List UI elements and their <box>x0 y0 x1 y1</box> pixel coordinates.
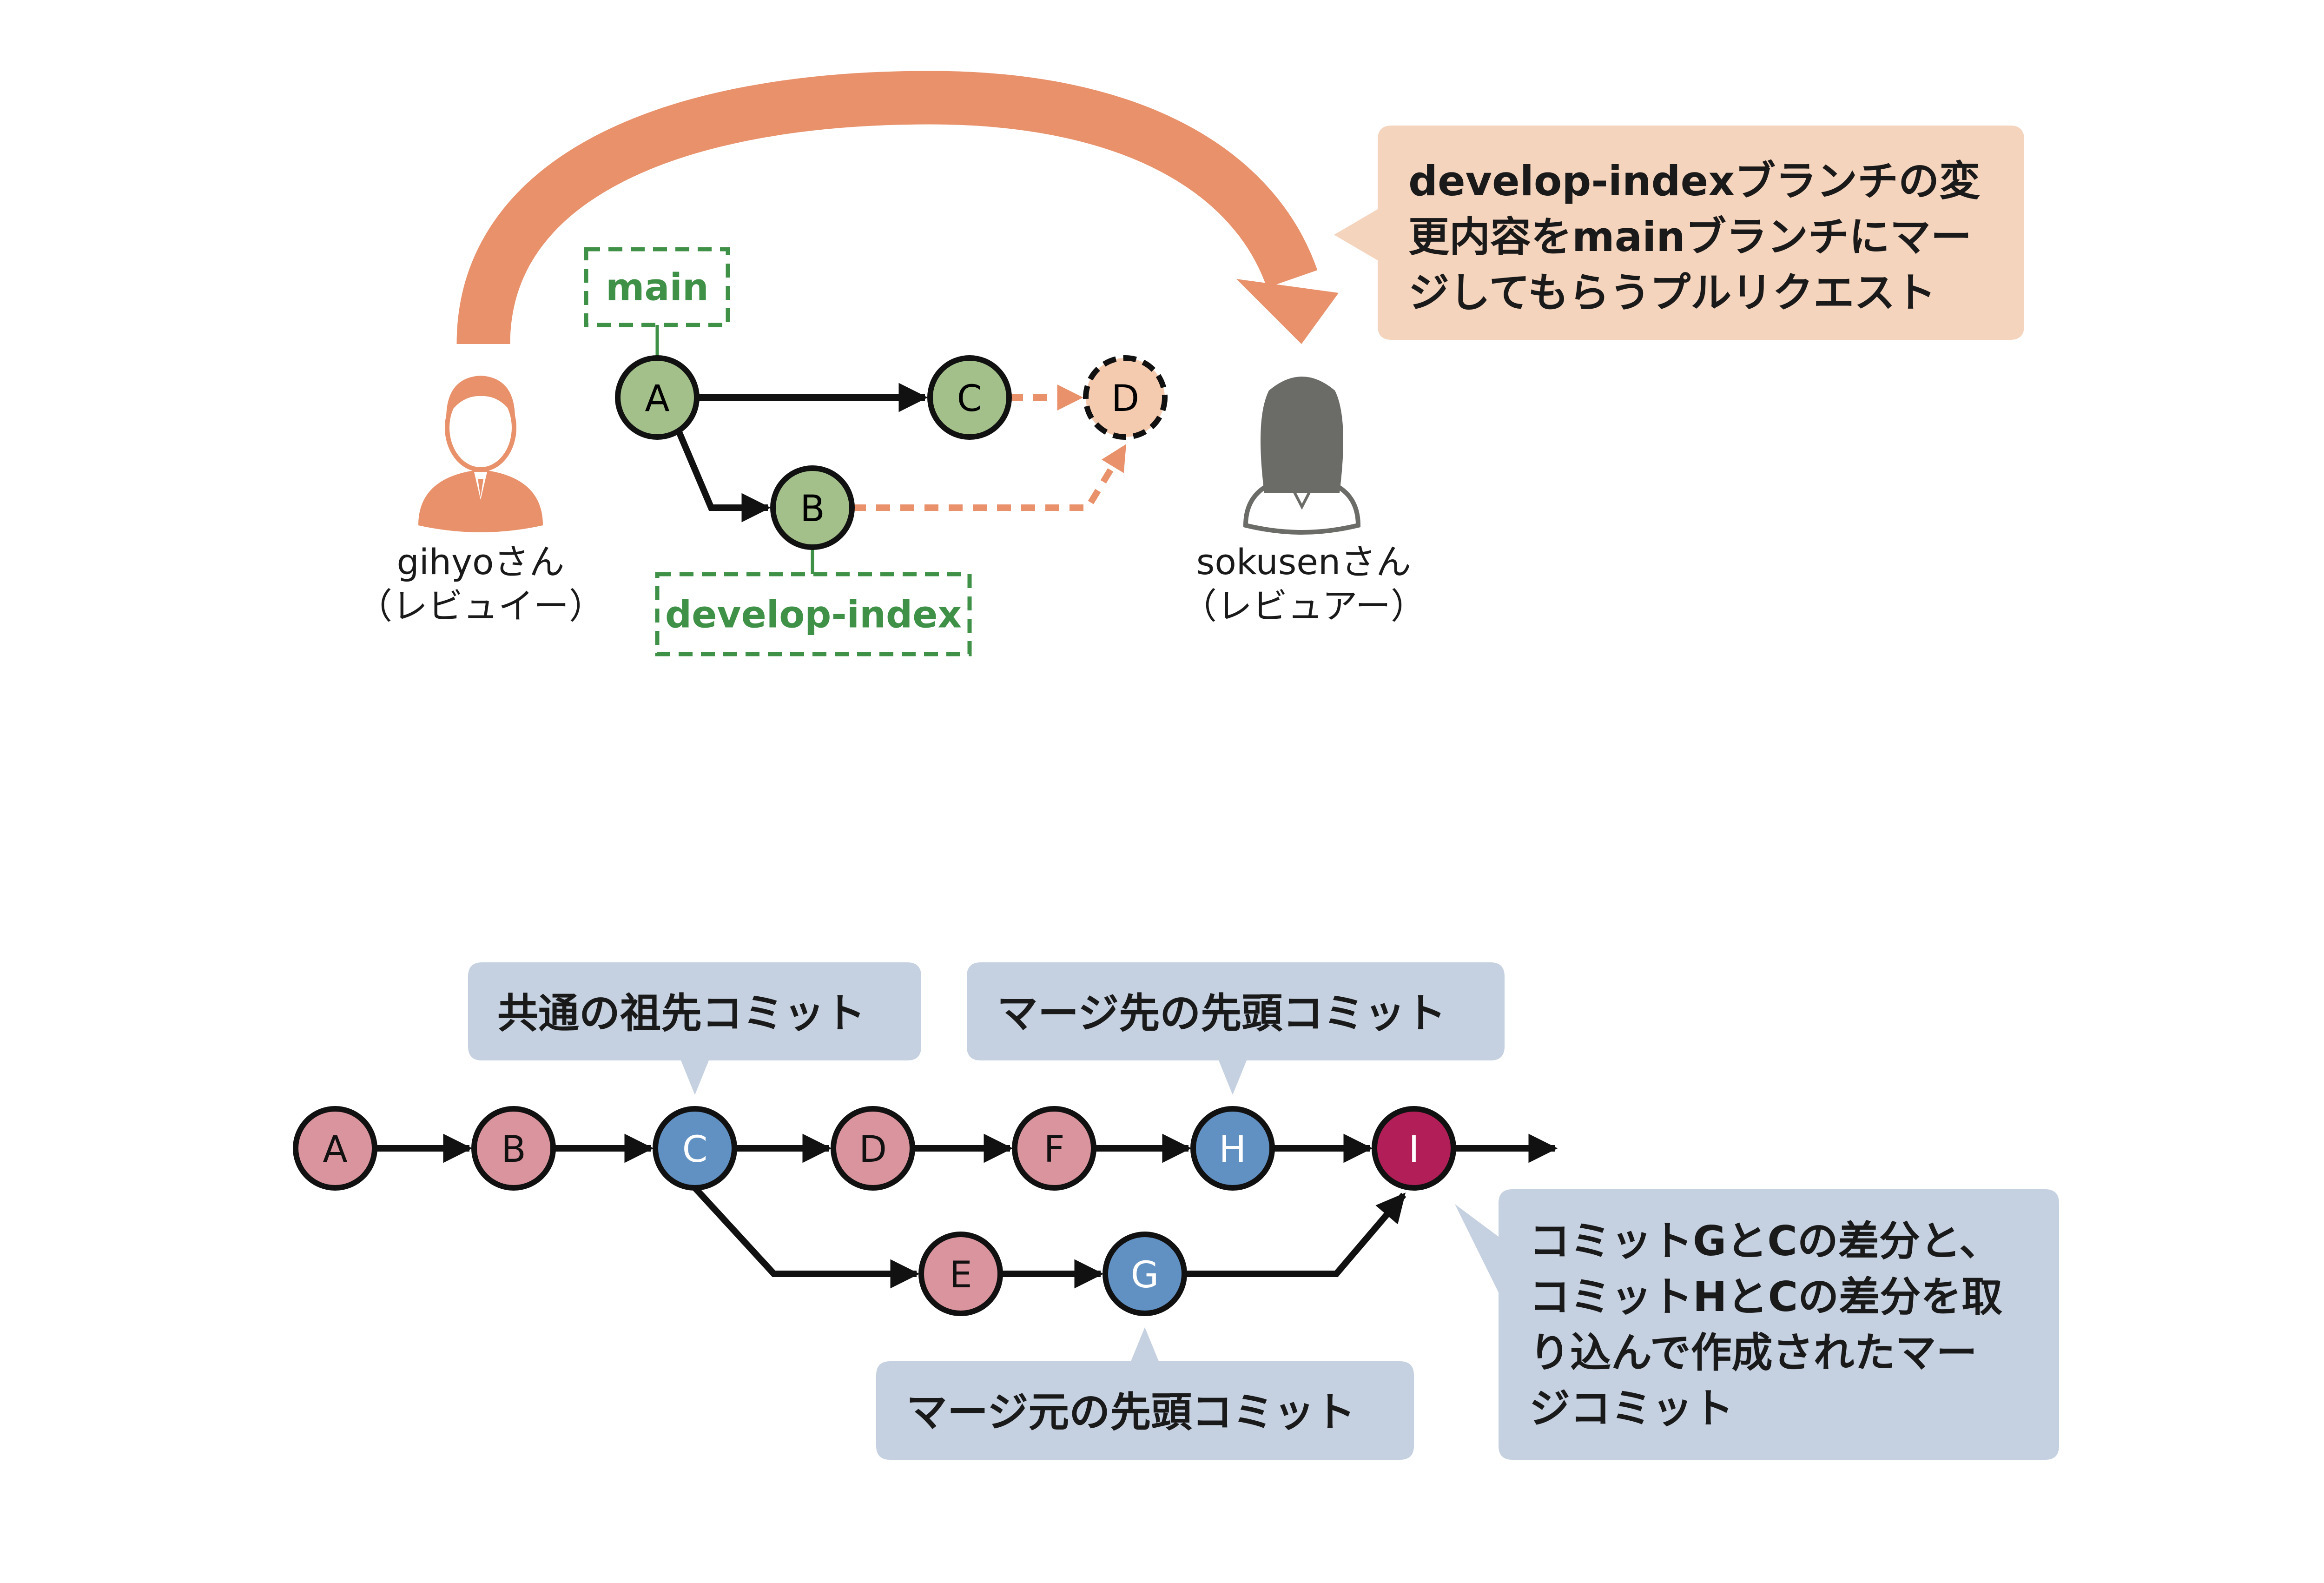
callout-merge-commit-line-2: コミットHとCの差分を取 <box>1529 1273 2002 1321</box>
reviewer-name: sokusenさん <box>1196 541 1411 583</box>
commit-D: D <box>831 1106 915 1191</box>
callout-merge-target-head: マージ先の先頭コミット <box>967 962 1505 1095</box>
commit-C: C <box>927 355 1012 440</box>
callout-merge-target-head-text: マージ先の先頭コミット <box>997 989 1446 1037</box>
pull-request-callout: develop-indexブランチの変 更内容をmainブランチにマー ジしても… <box>1334 126 2024 340</box>
branch-name-develop: develop-index <box>665 593 962 636</box>
pull-request-arc <box>456 71 1318 344</box>
commit-E-label: E <box>949 1254 972 1296</box>
commit-A: A <box>615 355 700 440</box>
commit-B-label: B <box>501 1129 526 1171</box>
branch-name-main: main <box>606 266 709 309</box>
commit-B-label: B <box>800 488 825 530</box>
callout-merge-source-head: マージ元の先頭コミット <box>876 1327 1414 1460</box>
commit-G-label: G <box>1131 1254 1159 1296</box>
callout-merge-commit-line-3: り込んで作成されたマー <box>1529 1329 1977 1377</box>
commit-C-common-ancestor: C <box>653 1106 737 1191</box>
callout-merge-commit: コミットGとCの差分と、 コミットHとCの差分を取 り込んで作成されたマー ジコ… <box>1455 1189 2059 1460</box>
commit-C-label: C <box>957 378 982 420</box>
commit-E: E <box>918 1232 1003 1316</box>
edge-b-d-proposed <box>852 444 1128 511</box>
edge-G-I <box>1184 1192 1406 1277</box>
reviewee-name: gihyoさん <box>397 541 565 583</box>
commit-I-merge: I <box>1372 1106 1456 1191</box>
reviewer-avatar-icon <box>1243 377 1361 535</box>
merge-edges <box>375 1133 1558 1289</box>
branch-label-main: main <box>584 247 730 358</box>
commit-H-label: H <box>1219 1129 1247 1171</box>
edge-C-E <box>692 1186 920 1289</box>
commit-G-source-head: G <box>1103 1232 1187 1316</box>
callout-merge-commit-line-4: ジコミット <box>1529 1384 1734 1432</box>
callout-merge-commit-line-1: コミットGとCの差分と、 <box>1529 1217 2000 1265</box>
commit-F: F <box>1012 1106 1096 1191</box>
merge-diagram: 共通の祖先コミット マージ先の先頭コミット マージ元の先頭コミット コミットGと… <box>293 962 2059 1460</box>
callout-merge-source-head-text: マージ元の先頭コミット <box>906 1388 1355 1436</box>
callout-common-ancestor-text: 共通の祖先コミット <box>497 989 865 1037</box>
commit-B: B <box>471 1106 556 1191</box>
commit-C-label: C <box>682 1129 707 1171</box>
pull-request-callout-line-1: develop-indexブランチの変 <box>1408 157 1980 205</box>
commit-D-label: D <box>1111 378 1139 420</box>
commit-A: A <box>293 1106 377 1191</box>
commit-I-label: I <box>1408 1129 1419 1171</box>
pull-request-callout-line-3: ジしてもらうプルリクエスト <box>1408 269 1936 317</box>
callout-common-ancestor: 共通の祖先コミット <box>468 962 921 1095</box>
edge-a-b <box>675 430 771 523</box>
reviewee-avatar-icon <box>418 376 543 532</box>
reviewer-role: （レビュアー） <box>1182 585 1426 627</box>
commit-A-label: A <box>645 378 669 420</box>
commit-D-proposed: D <box>1083 355 1168 440</box>
reviewee-role: （レビュイー） <box>357 585 604 627</box>
pull-request-arrowhead <box>1236 279 1339 344</box>
pull-request-diagram: develop-indexブランチの変 更内容をmainブランチにマー ジしても… <box>357 71 2024 656</box>
pull-request-callout-line-2: 更内容をmainブランチにマー <box>1408 213 1972 261</box>
commit-F-label: F <box>1044 1129 1065 1171</box>
commit-B: B <box>770 465 855 550</box>
commit-A-label: A <box>323 1129 347 1171</box>
commit-D-label: D <box>859 1129 887 1171</box>
commit-H-target-head: H <box>1190 1106 1275 1191</box>
branch-label-develop: develop-index <box>655 547 972 656</box>
pull-request-arrow <box>456 71 1339 344</box>
